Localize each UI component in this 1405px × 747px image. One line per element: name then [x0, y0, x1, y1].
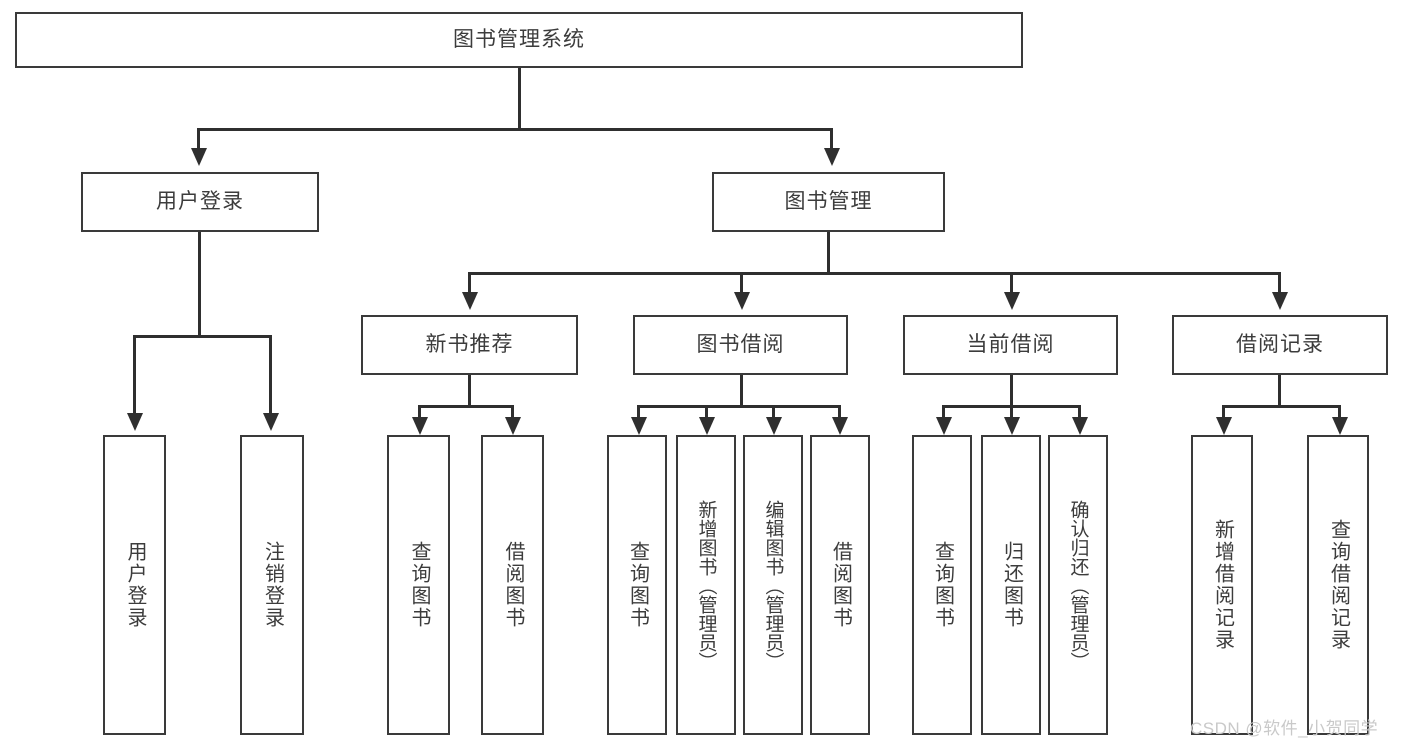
connector-borrowrecord-bus — [1222, 405, 1341, 408]
node-label: 借阅记录 — [1236, 333, 1324, 357]
node-label: 用户登录 — [124, 541, 146, 629]
node-current-borrow[interactable]: 当前借阅 — [903, 315, 1118, 375]
leaf-query-book-current[interactable]: 查询图书 — [912, 435, 972, 735]
node-label: 新增借阅记录 — [1211, 519, 1234, 651]
connector-newbook-stem — [468, 375, 471, 407]
connector-newbook-drop-2 — [511, 405, 514, 419]
connector-currentborrow-drop-3 — [1078, 405, 1081, 419]
arrow-to-leaf-query-book-1 — [412, 417, 428, 435]
connector-currentborrow-drop-1 — [942, 405, 945, 419]
leaf-borrow-book[interactable]: 借阅图书 — [810, 435, 870, 735]
arrow-to-current-borrow — [1004, 292, 1020, 310]
arrow-to-leaf-add-book — [699, 417, 715, 435]
connector-currentborrow-drop-2 — [1010, 405, 1013, 419]
leaf-borrow-book-recommend[interactable]: 借阅图书 — [481, 435, 544, 735]
connector-root-drop-right — [830, 128, 833, 150]
connector-root-bus — [197, 128, 833, 131]
arrow-to-leaf-borrow-book-1 — [505, 417, 521, 435]
connector-root-drop-left — [197, 128, 200, 150]
leaf-add-borrow-record[interactable]: 新增借阅记录 — [1191, 435, 1253, 735]
connector-borrowrecord-drop-2 — [1338, 405, 1341, 419]
arrow-to-leaf-query-book-3 — [936, 417, 952, 435]
csdn-watermark: CSDN @软件_小贺同学 — [1190, 719, 1379, 738]
leaf-logout[interactable]: 注销登录 — [240, 435, 304, 735]
connector-root-stem — [518, 68, 521, 130]
node-label: 图书借阅 — [696, 333, 785, 357]
arrow-to-borrow-record — [1272, 292, 1288, 310]
node-label: 图书管理系统 — [453, 28, 585, 52]
node-borrow-record[interactable]: 借阅记录 — [1172, 315, 1388, 375]
node-root-library-system[interactable]: 图书管理系统 — [15, 12, 1023, 68]
node-label: 借阅图书 — [502, 541, 524, 629]
node-label: 当前借阅 — [966, 333, 1055, 357]
arrow-to-leaf-confirm-return — [1072, 417, 1088, 435]
connector-user-login-drop-1 — [133, 335, 136, 415]
connector-bookborrow-drop-4 — [838, 405, 841, 419]
node-label: 用户登录 — [156, 190, 244, 214]
leaf-query-borrow-record[interactable]: 查询借阅记录 — [1307, 435, 1369, 735]
arrow-to-leaf-edit-book — [766, 417, 782, 435]
node-label: 确认归还（管理员） — [1067, 499, 1089, 671]
leaf-confirm-return-admin[interactable]: 确认归还（管理员） — [1048, 435, 1108, 735]
connector-bookborrow-drop-2 — [705, 405, 708, 419]
connector-mid-drop-3 — [1010, 272, 1013, 294]
node-label: 新书推荐 — [425, 333, 514, 357]
arrow-to-leaf-return-book — [1004, 417, 1020, 435]
leaf-edit-book-admin[interactable]: 编辑图书（管理员） — [743, 435, 803, 735]
arrow-to-leaf-logout — [263, 413, 279, 431]
connector-bookborrow-drop-1 — [637, 405, 640, 419]
arrow-to-leaf-add-record — [1216, 417, 1232, 435]
connector-bookborrow-stem — [740, 375, 743, 407]
node-label: 查询图书 — [408, 541, 430, 629]
leaf-query-book-recommend[interactable]: 查询图书 — [387, 435, 450, 735]
connector-user-login-bus — [133, 335, 272, 338]
arrow-to-leaf-borrow-book-2 — [832, 417, 848, 435]
connector-book-mgmt-stem — [827, 232, 830, 274]
connector-mid-drop-1 — [468, 272, 471, 294]
node-label: 归还图书 — [1000, 541, 1023, 629]
connector-mid-drop-2 — [740, 272, 743, 294]
connector-borrowrecord-drop-1 — [1222, 405, 1225, 419]
leaf-user-login[interactable]: 用户登录 — [103, 435, 166, 735]
connector-user-login-drop-2 — [269, 335, 272, 415]
connector-book-mgmt-bus — [468, 272, 1280, 275]
node-book-management[interactable]: 图书管理 — [712, 172, 945, 232]
arrow-to-book-borrow — [734, 292, 750, 310]
arrow-to-leaf-user-login — [127, 413, 143, 431]
connector-mid-drop-4 — [1278, 272, 1281, 294]
arrow-to-book-management — [824, 148, 840, 166]
connector-borrowrecord-stem — [1278, 375, 1281, 407]
connector-currentborrow-stem — [1010, 375, 1013, 407]
leaf-query-book-borrow[interactable]: 查询图书 — [607, 435, 667, 735]
node-new-book-recommend[interactable]: 新书推荐 — [361, 315, 578, 375]
node-label: 查询图书 — [931, 541, 954, 629]
leaf-return-book[interactable]: 归还图书 — [981, 435, 1041, 735]
connector-newbook-drop-1 — [418, 405, 421, 419]
arrow-to-leaf-query-record — [1332, 417, 1348, 435]
node-label: 查询借阅记录 — [1327, 519, 1350, 651]
node-label: 编辑图书（管理员） — [762, 499, 784, 671]
arrow-to-leaf-query-book-2 — [631, 417, 647, 435]
connector-newbook-bus — [418, 405, 514, 408]
connector-user-login-stem — [198, 232, 201, 337]
node-user-login[interactable]: 用户登录 — [81, 172, 319, 232]
connector-bookborrow-bus — [637, 405, 841, 408]
node-label: 借阅图书 — [829, 541, 852, 629]
node-book-borrow[interactable]: 图书借阅 — [633, 315, 848, 375]
connector-bookborrow-drop-3 — [772, 405, 775, 419]
leaf-add-book-admin[interactable]: 新增图书（管理员） — [676, 435, 736, 735]
node-label: 新增图书（管理员） — [695, 499, 717, 671]
node-label: 注销登录 — [261, 541, 284, 629]
arrow-to-new-book-recommend — [462, 292, 478, 310]
node-label: 查询图书 — [626, 541, 649, 629]
node-label: 图书管理 — [784, 190, 873, 214]
arrow-to-user-login — [191, 148, 207, 166]
